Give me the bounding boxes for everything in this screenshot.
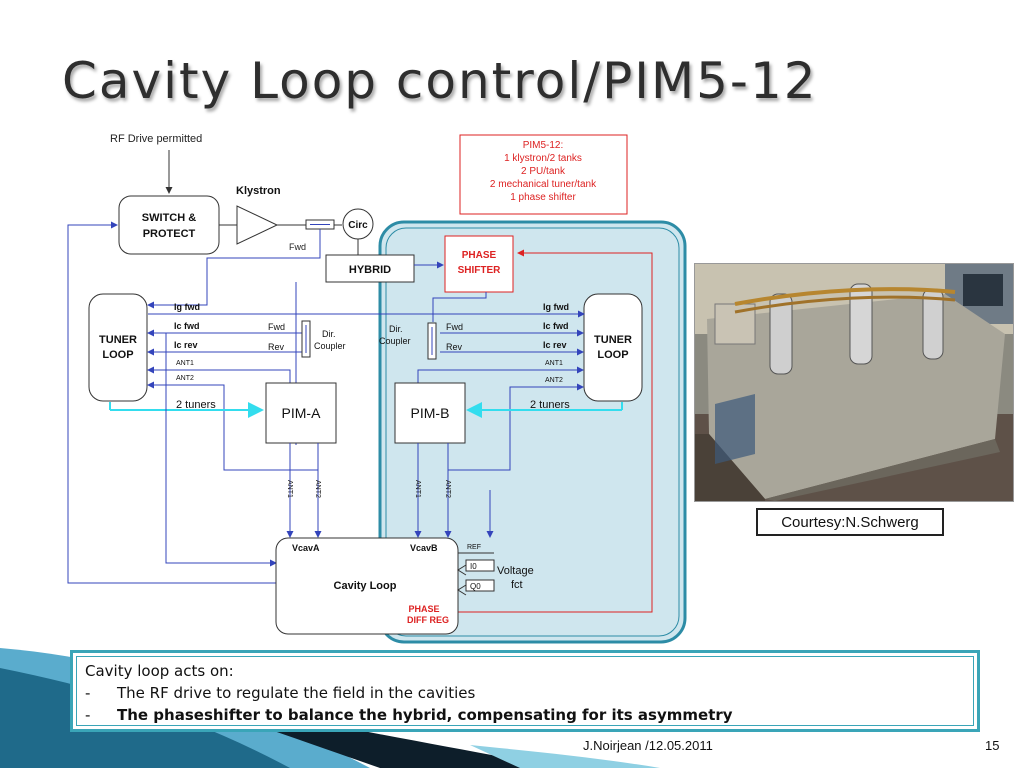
phase-diff-label-2: DIFF REG bbox=[407, 615, 449, 625]
slide-title: Cavity Loop control/PIM5-12 bbox=[62, 52, 818, 110]
ig-fwd-label-b: Ig fwd bbox=[543, 302, 569, 312]
info-line-5: 1 phase shifter bbox=[510, 192, 576, 203]
bullet-1-dash: - bbox=[85, 684, 91, 702]
ant1-label-b: ANT1 bbox=[545, 360, 563, 367]
circ-label: Circ bbox=[348, 220, 368, 231]
klystron-amplifier bbox=[236, 205, 279, 245]
info-line-2: 1 klystron/2 tanks bbox=[504, 153, 582, 164]
fwd-label-a: Fwd bbox=[268, 322, 285, 332]
info-line-3: 2 PU/tank bbox=[521, 166, 566, 177]
pim-a-box bbox=[265, 382, 337, 444]
rev-label-b: Rev bbox=[446, 342, 463, 352]
footer-author-date: J.Noirjean /12.05.2011 bbox=[583, 738, 713, 753]
bullet-2-dash: - bbox=[85, 706, 91, 724]
tuner-a-label-1: TUNER bbox=[99, 334, 137, 346]
rf-drive-label: RF Drive permitted bbox=[110, 133, 202, 145]
dir-coupler-a-label-1: Dir. bbox=[322, 329, 336, 339]
bullet-1-text: The RF drive to regulate the field in th… bbox=[117, 684, 476, 702]
two-tuners-label-b: 2 tuners bbox=[530, 399, 570, 411]
footer-page-number: 15 bbox=[985, 738, 1000, 753]
pim-a-label: PIM-A bbox=[282, 405, 322, 421]
ant1-label-a: ANT1 bbox=[176, 360, 194, 367]
photo-caption: Courtesy:N.Schwerg bbox=[756, 508, 944, 536]
switch-label-2: PROTECT bbox=[143, 228, 196, 240]
cavity-loop-label: Cavity Loop bbox=[334, 580, 397, 592]
cavity-loop-box bbox=[275, 537, 459, 635]
ant2-label-a: ANT2 bbox=[176, 375, 194, 382]
hybrid-label: HYBRID bbox=[349, 264, 391, 276]
ic-fwd-label-b: Ic fwd bbox=[543, 321, 569, 331]
voltage-fct-label-1: Voltage bbox=[497, 565, 534, 577]
fwd-top-label: Fwd bbox=[289, 242, 306, 252]
voltage-fct-label-2: fct bbox=[511, 579, 523, 591]
cavity-photo bbox=[694, 263, 1014, 502]
phase-shifter-label-2: SHIFTER bbox=[458, 265, 502, 276]
i0-label: I0 bbox=[470, 562, 477, 571]
info-line-1: PIM5-12: bbox=[523, 140, 564, 151]
pim-a-ant1: ANT1 bbox=[286, 480, 293, 498]
tuner-b-label-2: LOOP bbox=[597, 349, 628, 361]
pim-info-box bbox=[459, 134, 628, 215]
notes-bullet-2: - The phaseshifter to balance the hybrid,… bbox=[85, 704, 965, 726]
switch-label-1: SWITCH & bbox=[142, 212, 196, 224]
tuner-loop-b bbox=[583, 293, 643, 402]
phase-shifter-label-1: PHASE bbox=[462, 250, 497, 261]
switch-protect-box bbox=[118, 195, 220, 255]
pim-b-label: PIM-B bbox=[411, 405, 450, 421]
rev-label-a: Rev bbox=[268, 342, 285, 352]
phase-diff-label-1: PHASE bbox=[408, 604, 439, 614]
notes-box: Cavity loop acts on: - The RF drive to re… bbox=[70, 650, 980, 732]
tuner-b-label-1: TUNER bbox=[594, 334, 632, 346]
ant2-label-b: ANT2 bbox=[545, 377, 563, 384]
info-line-4: 2 mechanical tuner/tank bbox=[490, 179, 597, 190]
ic-rev-label-a: Ic rev bbox=[174, 340, 198, 350]
vcav-b-label: VcavB bbox=[410, 543, 438, 553]
ic-fwd-label-a: Ic fwd bbox=[174, 321, 200, 331]
notes-bullet-1: - The RF drive to regulate the field in t… bbox=[85, 682, 965, 704]
two-tuners-label-a: 2 tuners bbox=[176, 399, 216, 411]
ig-fwd-label-a: Ig fwd bbox=[174, 302, 200, 312]
dir-coupler-a-label-2: Coupler bbox=[314, 341, 346, 351]
tuner-loop-a bbox=[88, 293, 148, 402]
pim-a-ant2: ANT2 bbox=[314, 480, 321, 498]
phase-shifter-box bbox=[444, 235, 514, 293]
pim-b-box bbox=[394, 382, 466, 444]
notes-line-1: Cavity loop acts on: bbox=[85, 662, 234, 680]
dir-coupler-b-label-1: Dir. bbox=[389, 324, 403, 334]
klystron-label: Klystron bbox=[236, 185, 281, 197]
vcav-a-label: VcavA bbox=[292, 543, 320, 553]
ic-rev-label-b: Ic rev bbox=[543, 340, 567, 350]
tuner-a-label-2: LOOP bbox=[102, 349, 133, 361]
pim-b-ant1: ANT1 bbox=[414, 480, 421, 498]
hybrid-box bbox=[325, 254, 415, 283]
pim-b-ant2: ANT2 bbox=[444, 480, 451, 498]
ref-label: REF bbox=[467, 544, 481, 551]
dir-coupler-b-label-2: Coupler bbox=[379, 336, 411, 346]
q0-label: Q0 bbox=[470, 582, 481, 591]
bullet-2-text: The phaseshifter to balance the hybrid, … bbox=[117, 706, 733, 724]
fwd-label-b: Fwd bbox=[446, 322, 463, 332]
